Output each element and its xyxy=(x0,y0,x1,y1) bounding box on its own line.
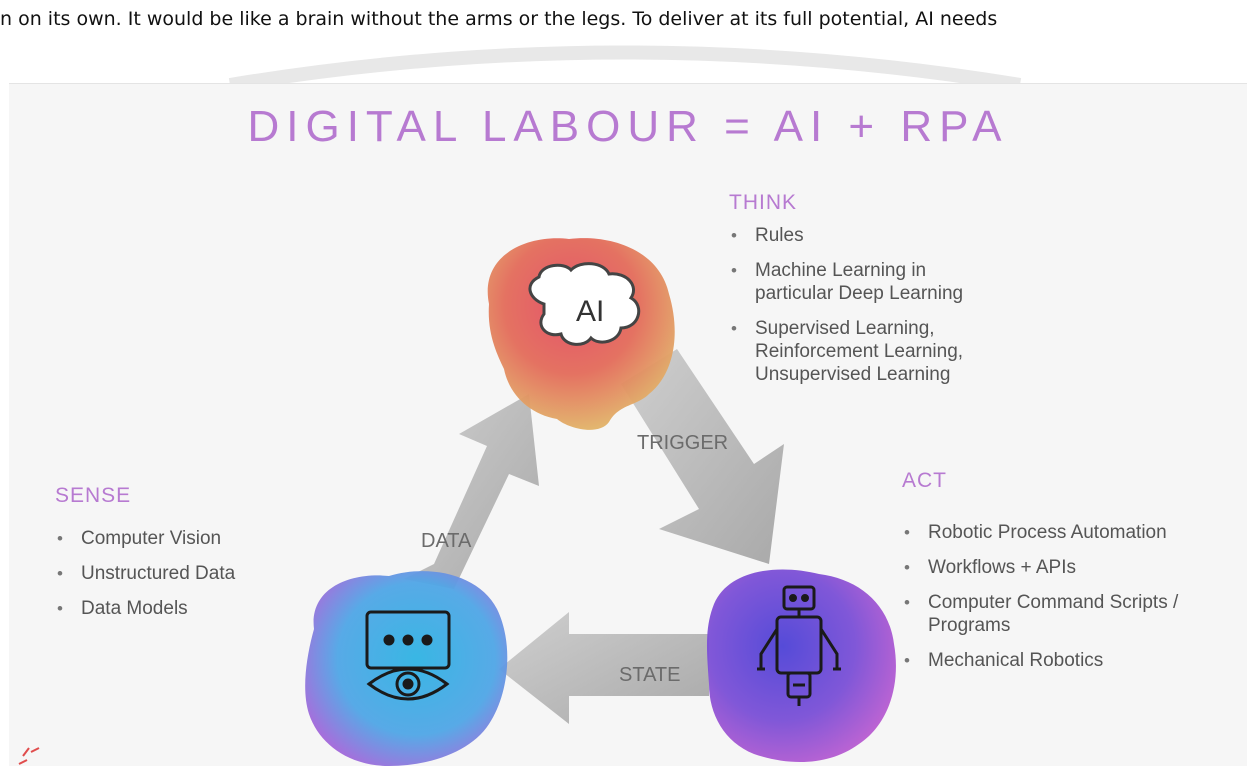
think-list: Rules Machine Learning in particular Dee… xyxy=(729,224,963,398)
sense-item: Unstructured Data xyxy=(55,562,235,585)
act-list: Robotic Process Automation Workflows + A… xyxy=(902,521,1178,684)
brain-icon xyxy=(528,262,641,346)
sense-item: Computer Vision xyxy=(55,527,235,550)
ai-label: AI xyxy=(576,295,605,328)
trigger-label: TRIGGER xyxy=(637,432,729,454)
data-arrow xyxy=(404,394,539,589)
act-item: Mechanical Robotics xyxy=(902,649,1178,672)
data-label: DATA xyxy=(421,530,472,552)
eye-screen-icon xyxy=(365,610,451,701)
act-heading: ACT xyxy=(902,469,947,492)
think-item: Rules xyxy=(729,224,963,247)
act-item: Workflows + APIs xyxy=(902,556,1178,579)
sense-list: Computer Vision Unstructured Data Data M… xyxy=(55,527,235,632)
diagram-artwork xyxy=(18,238,896,766)
diagram-title: DIGITAL LABOUR = AI + RPA xyxy=(247,102,1009,151)
robot-icon xyxy=(757,585,841,706)
act-item: Computer Command Scripts / Programs xyxy=(902,591,1178,637)
ai-head xyxy=(487,238,675,430)
act-head xyxy=(706,569,896,763)
digital-labour-diagram: DIGITAL LABOUR = AI + RPA AI THINK Rules… xyxy=(9,83,1247,766)
act-item: Robotic Process Automation xyxy=(902,521,1178,544)
decorative-sparkle xyxy=(18,747,40,765)
trigger-arrow xyxy=(621,349,784,564)
sense-heading: SENSE xyxy=(55,484,132,507)
decorative-arc xyxy=(228,45,1022,90)
state-arrow xyxy=(499,612,709,724)
sense-head xyxy=(305,571,508,766)
sense-item: Data Models xyxy=(55,597,235,620)
article-text-line: n on its own. It would be like a brain w… xyxy=(0,8,998,30)
think-heading: THINK xyxy=(729,191,797,214)
state-label: STATE xyxy=(619,664,681,686)
think-item: Machine Learning in particular Deep Lear… xyxy=(729,259,963,305)
think-item: Supervised Learning, Reinforcement Learn… xyxy=(729,317,963,386)
